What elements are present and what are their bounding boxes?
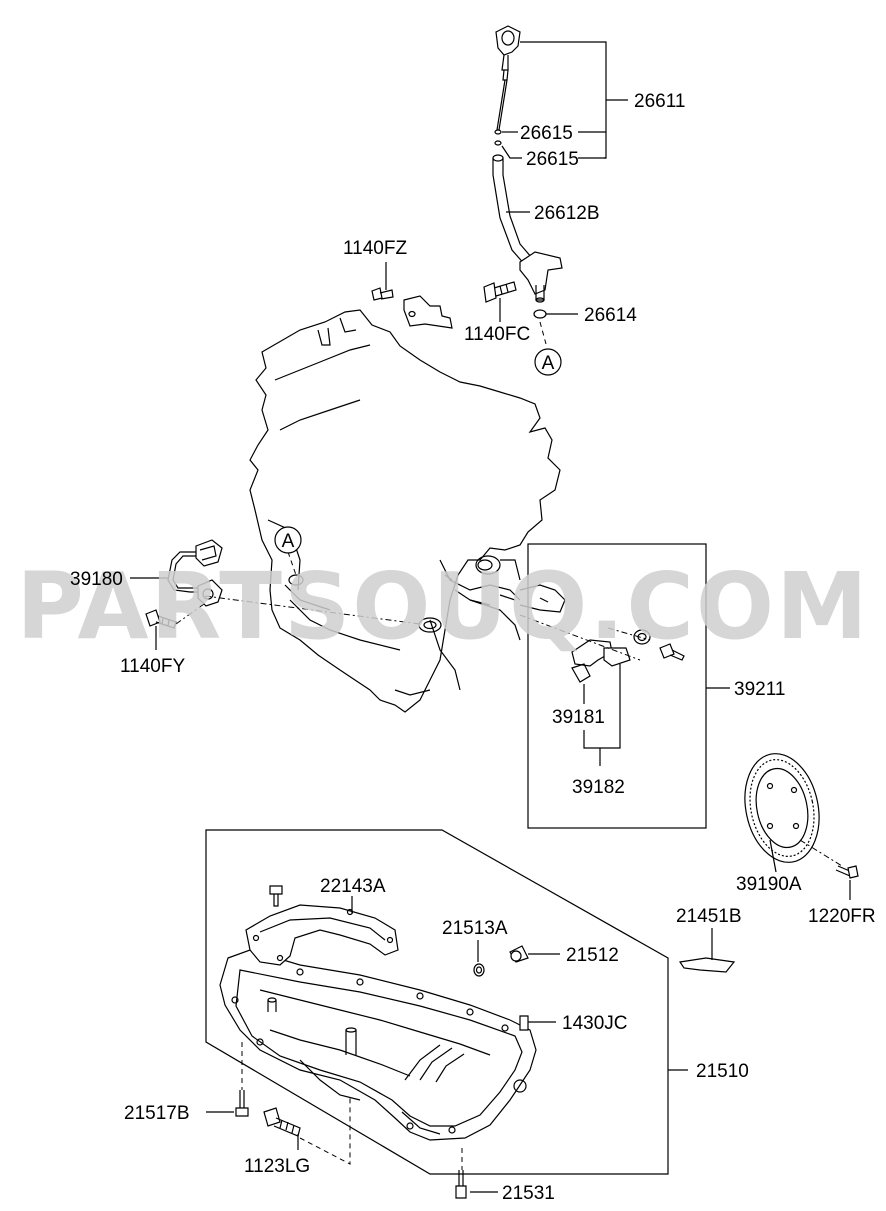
part-label-21517B[interactable]: 21517B (124, 1103, 190, 1124)
part-label-1140FY[interactable]: 1140FY (120, 656, 185, 677)
part-label-1220FR[interactable]: 1220FR (808, 906, 876, 927)
part-label-21512[interactable]: 21512 (566, 945, 619, 966)
part-label-21531[interactable]: 21531 (502, 1183, 555, 1204)
part-label-21451B[interactable]: 21451B (676, 906, 742, 927)
part-label-1140FZ[interactable]: 1140FZ (343, 238, 407, 259)
flywheel-ring (744, 753, 859, 879)
part-label-22143A[interactable]: 22143A (320, 876, 386, 897)
part-labels: 26611 26615 26615 26612B 1140FZ 1140FC 2… (70, 91, 876, 1204)
ref-marker-label: A (542, 353, 555, 374)
part-label-39190A[interactable]: 39190A (736, 874, 802, 895)
part-label-26614[interactable]: 26614 (584, 305, 637, 326)
part-label-1123LG[interactable]: 1123LG (244, 1156, 310, 1177)
part-label-39180[interactable]: 39180 (70, 569, 123, 590)
knock-sensor (145, 539, 223, 629)
reference-marker-a-block: A (274, 526, 302, 554)
part-label-21510[interactable]: 21510 (696, 1061, 749, 1082)
ref-marker-label: A (282, 531, 295, 552)
part-label-39181[interactable]: 39181 (552, 707, 605, 728)
watermark: PARTSOUQ.COM (16, 553, 869, 660)
part-label-26615-lower[interactable]: 26615 (526, 149, 579, 170)
part-label-39211[interactable]: 39211 (734, 679, 785, 700)
leader-lines (130, 41, 851, 1193)
part-label-1140FC[interactable]: 1140FC (464, 324, 530, 345)
part-label-1430JC[interactable]: 1430JC (562, 1013, 628, 1034)
part-label-39182[interactable]: 39182 (572, 777, 625, 798)
engine-block (249, 309, 566, 713)
part-label-26611[interactable]: 26611 (634, 91, 685, 112)
dipstick-assembly (371, 25, 563, 329)
part-label-26615-upper[interactable]: 26615 (520, 123, 573, 144)
crank-sensor-assembly (571, 629, 685, 683)
oil-pan (219, 885, 736, 1199)
reference-marker-a-top: A (534, 348, 562, 376)
part-label-21513A[interactable]: 21513A (442, 918, 508, 939)
part-label-26612B[interactable]: 26612B (534, 203, 600, 224)
